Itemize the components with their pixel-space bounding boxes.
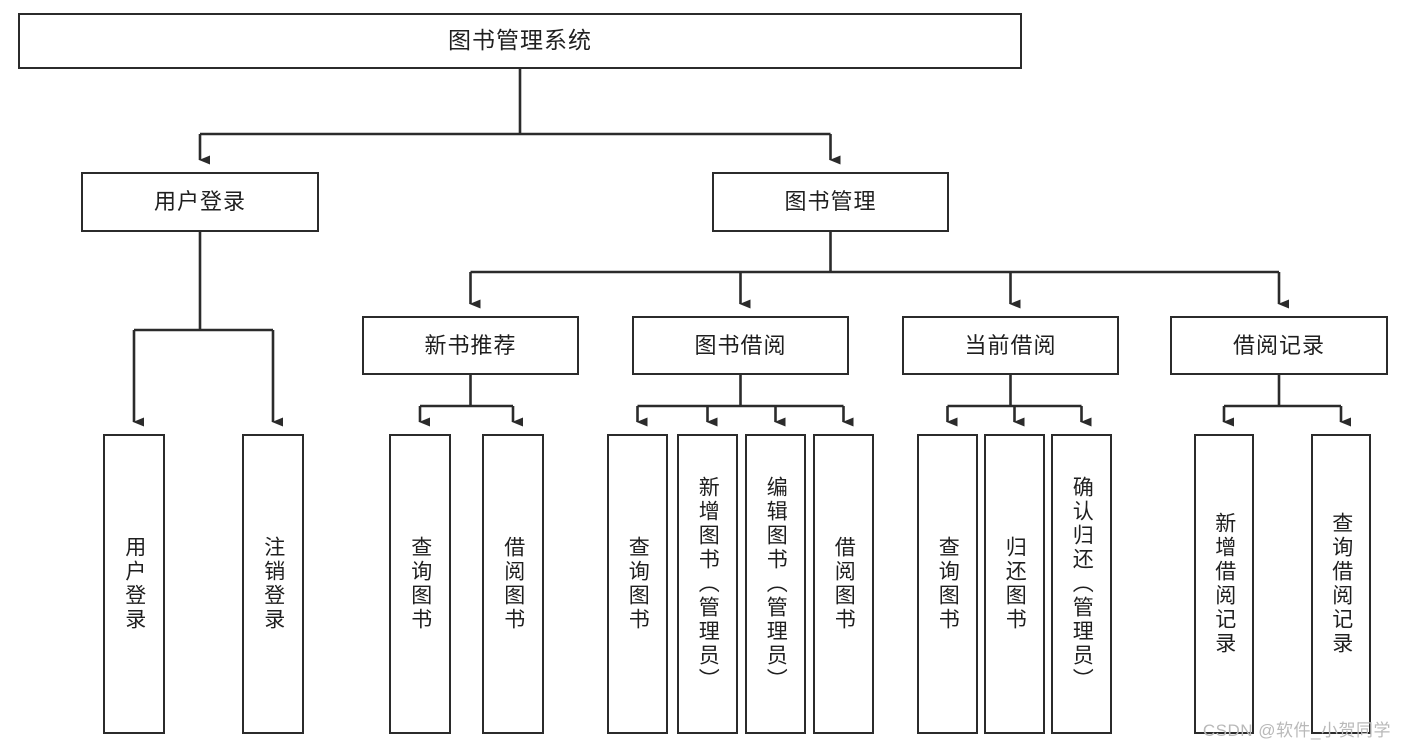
node-label: 查询图书 <box>626 536 650 632</box>
node-book-manage[interactable]: 图书管理 <box>712 172 949 232</box>
node-label: 借阅记录 <box>1232 332 1325 358</box>
node-leaf-query-book-cb[interactable]: 查询图书 <box>917 434 978 734</box>
node-label: 用户登录 <box>122 536 146 632</box>
node-label: 确认归还（管理员） <box>1070 476 1094 692</box>
node-leaf-confirm-return[interactable]: 确认归还（管理员） <box>1051 434 1112 734</box>
node-borrow-record[interactable]: 借阅记录 <box>1170 316 1388 375</box>
node-label: 查询借阅记录 <box>1329 512 1353 656</box>
node-label: 查询图书 <box>408 536 432 632</box>
node-label: 编辑图书（管理员） <box>764 476 788 692</box>
node-label: 用户登录 <box>153 189 246 215</box>
node-leaf-user-logout[interactable]: 注销登录 <box>242 434 304 734</box>
node-label: 查询图书 <box>936 536 960 632</box>
node-leaf-add-record[interactable]: 新增借阅记录 <box>1194 434 1254 734</box>
node-label: 借阅图书 <box>832 536 856 632</box>
node-new-book-rec[interactable]: 新书推荐 <box>362 316 579 375</box>
node-leaf-query-record[interactable]: 查询借阅记录 <box>1311 434 1371 734</box>
node-label: 新增借阅记录 <box>1212 512 1236 656</box>
node-label: 借阅图书 <box>501 536 525 632</box>
node-user-login[interactable]: 用户登录 <box>81 172 319 232</box>
node-leaf-borrow-book-bw[interactable]: 借阅图书 <box>813 434 874 734</box>
node-root[interactable]: 图书管理系统 <box>18 13 1022 69</box>
node-book-borrow[interactable]: 图书借阅 <box>632 316 849 375</box>
watermark-text: CSDN @软件_小贺同学 <box>1202 721 1391 740</box>
node-leaf-query-book-rec[interactable]: 查询图书 <box>389 434 451 734</box>
node-label: 新书推荐 <box>424 332 517 358</box>
node-leaf-query-book-bw[interactable]: 查询图书 <box>607 434 668 734</box>
node-leaf-return-book[interactable]: 归还图书 <box>984 434 1045 734</box>
node-leaf-edit-book[interactable]: 编辑图书（管理员） <box>745 434 806 734</box>
node-label: 当前借阅 <box>964 332 1057 358</box>
node-label: 归还图书 <box>1003 536 1027 632</box>
node-label: 新增图书（管理员） <box>696 476 720 692</box>
node-label: 图书借阅 <box>694 332 787 358</box>
node-current-borrow[interactable]: 当前借阅 <box>902 316 1119 375</box>
node-label: 注销登录 <box>261 536 285 632</box>
node-label: 图书管理 <box>784 189 877 215</box>
node-leaf-add-book[interactable]: 新增图书（管理员） <box>677 434 738 734</box>
node-leaf-borrow-book-rec[interactable]: 借阅图书 <box>482 434 544 734</box>
node-leaf-user-login[interactable]: 用户登录 <box>103 434 165 734</box>
node-label: 图书管理系统 <box>448 27 592 54</box>
